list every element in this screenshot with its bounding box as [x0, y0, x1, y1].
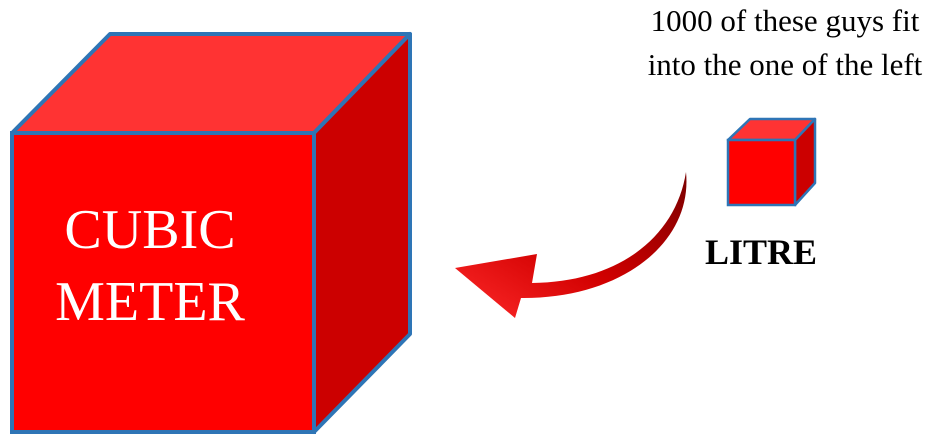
- cubic-meter-label-line2: METER: [55, 271, 245, 333]
- cubic-meter-cube: CUBIC METER: [12, 34, 410, 432]
- litre-cube-front: [728, 140, 795, 205]
- cubic-meter-label-line1: CUBIC: [64, 199, 235, 261]
- curved-arrow-icon: [455, 172, 686, 318]
- litre-cube: [728, 119, 815, 205]
- caption-line2: into the one of the left: [648, 47, 923, 82]
- litre-label: LITRE: [705, 232, 817, 272]
- curved-arrow-body: [455, 172, 686, 318]
- caption-line1: 1000 of these guys fit: [651, 3, 920, 38]
